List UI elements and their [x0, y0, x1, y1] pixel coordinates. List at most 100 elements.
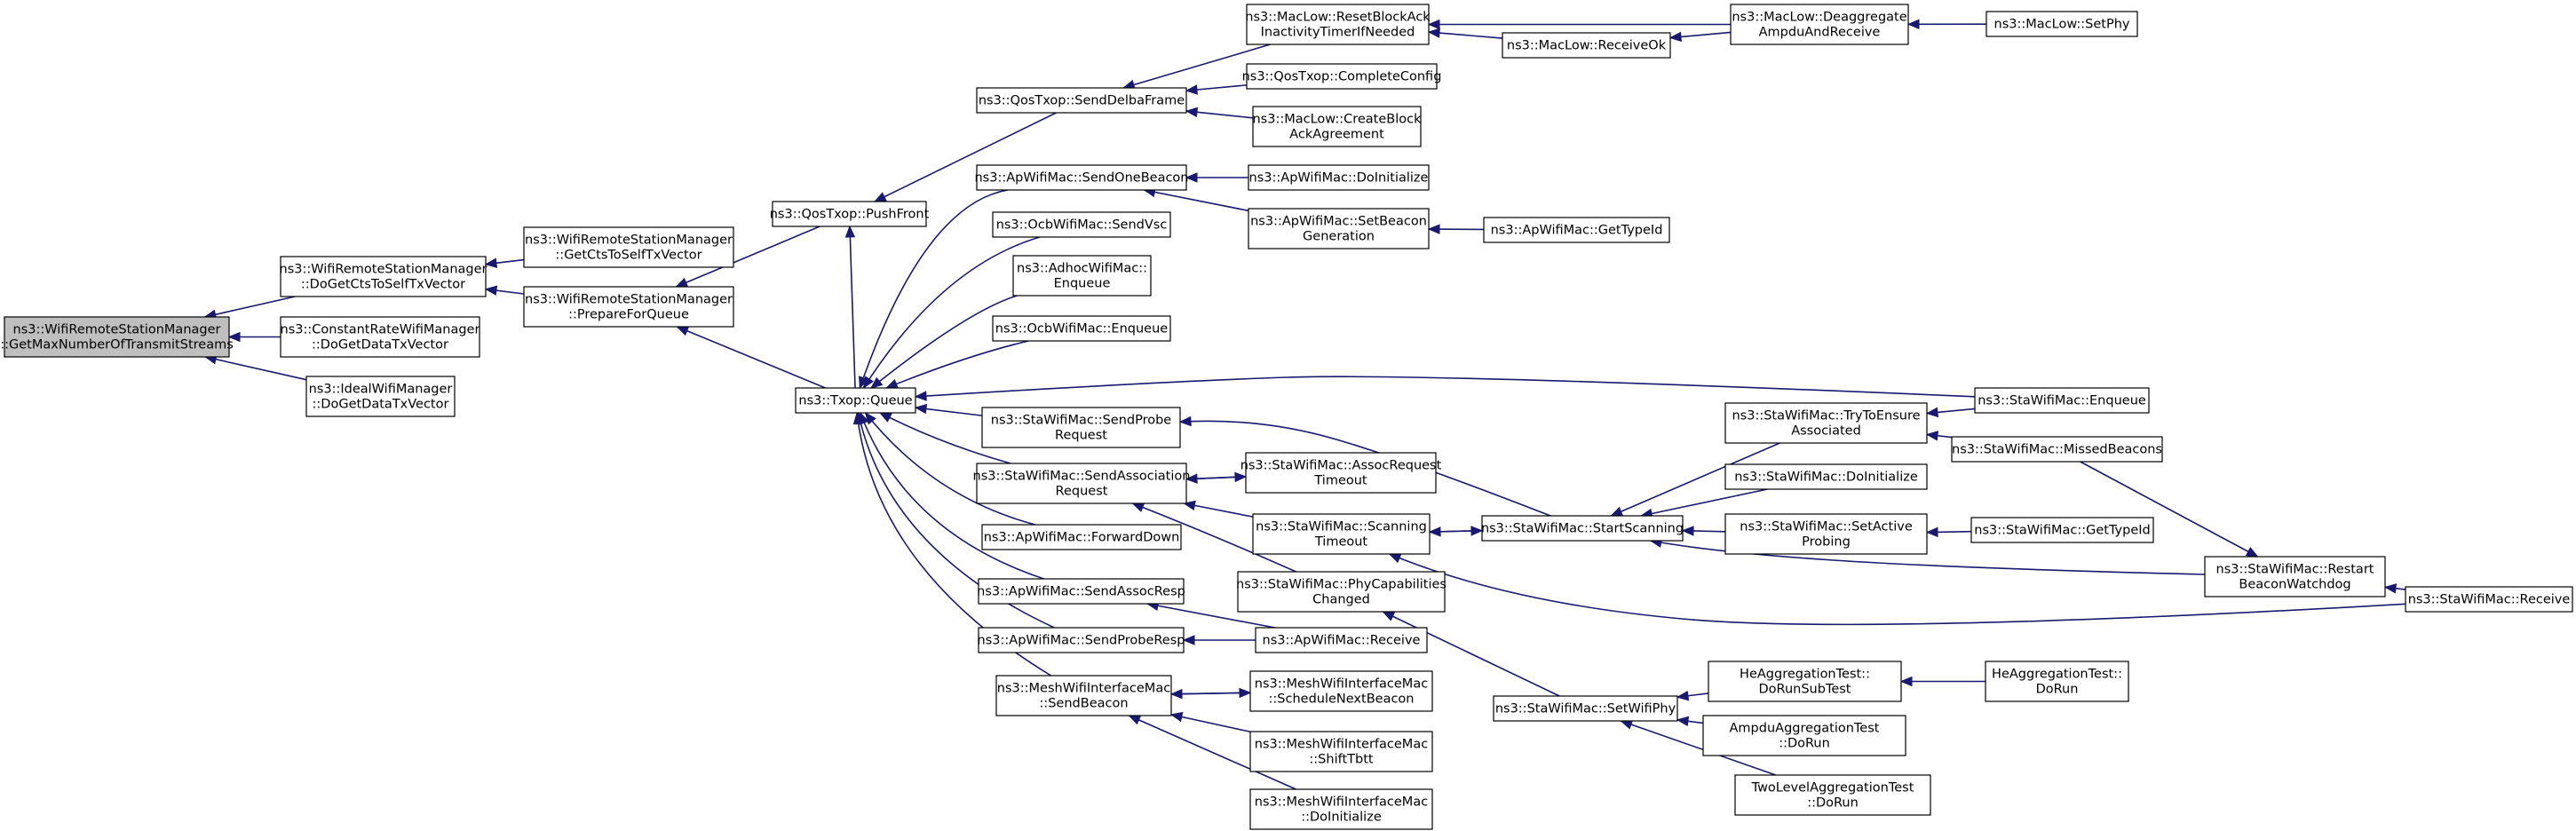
node-ocbEnq[interactable]: ns3::OcbWifiMac::Enqueue: [992, 315, 1171, 342]
node-ocbSendVsc[interactable]: ns3::OcbWifiMac::SendVsc: [992, 211, 1171, 238]
node-label: ::DoInitialize: [1301, 811, 1382, 825]
arrowhead-deagg-to-receiveOk: [1668, 31, 1682, 43]
node-label: DoRunSubTest: [1759, 683, 1851, 697]
node-label: ns3::AdhocWifiMac::: [1017, 262, 1147, 276]
node-meshSched[interactable]: ns3::MeshWifiInterfaceMac::ScheduleNextB…: [1249, 670, 1433, 712]
arrowhead-scanTimeout-to-startScan: [1470, 526, 1484, 536]
node-box: [1708, 661, 1902, 702]
node-sendOneBeacon[interactable]: ns3::ApWifiMac::SendOneBeacon: [974, 164, 1189, 191]
node-twoLevel[interactable]: TwoLevelAggregationTest::DoRun: [1734, 774, 1931, 816]
node-box: [1481, 515, 1684, 542]
node-label: ns3::StaWifiMac::MissedBeacons: [1952, 443, 2162, 457]
node-pushFront[interactable]: ns3::QosTxop::PushFront: [770, 201, 930, 227]
edge-ocbSendVsc-to-queue: [862, 236, 1041, 389]
node-box: [981, 524, 1182, 550]
node-apReceive[interactable]: ns3::ApWifiMac::Receive: [1255, 627, 1428, 653]
node-adhocEnq[interactable]: ns3::AdhocWifiMac::Enqueue: [1012, 255, 1152, 297]
node-startScan[interactable]: ns3::StaWifiMac::StartScanning: [1481, 515, 1684, 542]
arrowhead-setWifiPhy-to-phyCap: [1382, 611, 1396, 621]
edge-pushFront-to-prepare: [676, 226, 820, 288]
node-label: Request: [1056, 485, 1108, 499]
arrowhead-ocbEnq-to-queue: [885, 378, 899, 389]
node-meshShift[interactable]: ns3::MeshWifiInterfaceMac::ShiftTbtt: [1249, 731, 1433, 772]
node-receiveOk[interactable]: ns3::MacLow::ReceiveOk: [1502, 32, 1671, 59]
node-sendDelba[interactable]: ns3::QosTxop::SendDelbaFrame: [976, 87, 1187, 114]
node-apDoInit[interactable]: ns3::ApWifiMac::DoInitialize: [1248, 164, 1430, 191]
node-staDoInit[interactable]: ns3::StaWifiMac::DoInitialize: [1724, 463, 1928, 490]
edge-staEnq-to-queue: [915, 376, 1976, 398]
node-heSub[interactable]: HeAggregationTest::DoRunSubTest: [1708, 661, 1902, 702]
node-box: [1970, 517, 2154, 543]
node-box: [1246, 4, 1430, 45]
node-label: ::DoGetCtsToSelfTxVector: [301, 278, 465, 292]
node-box: [1012, 255, 1152, 297]
node-setPhy[interactable]: ns3::MacLow::SetPhy: [1986, 11, 2138, 37]
arrowhead-staGetTypeId-to-setActiveProbing: [1925, 526, 1938, 538]
arrowhead-missedBeacons-to-tryEnsure: [1925, 431, 1939, 441]
edge-fwdDown-to-queue: [864, 412, 1035, 526]
node-meshDoInit[interactable]: ns3::MeshWifiInterfaceMac::DoInitialize: [1249, 788, 1433, 830]
edge-scanTimeout-to-sendAssocReq: [1184, 503, 1254, 518]
node-box: [2204, 556, 2386, 598]
node-queue[interactable]: ns3::Txop::Queue: [795, 387, 916, 414]
node-label: TwoLevelAggregationTest: [1751, 781, 1914, 795]
node-sendProbeResp[interactable]: ns3::ApWifiMac::SendProbeResp: [978, 627, 1185, 653]
arrowhead-phyCap-to-sendAssocReq: [1131, 503, 1145, 512]
node-missedBeacons[interactable]: ns3::StaWifiMac::MissedBeacons: [1951, 436, 2163, 463]
node-box: [1246, 63, 1438, 90]
node-label: HeAggregationTest::: [1740, 668, 1870, 682]
node-staGetTypeId[interactable]: ns3::StaWifiMac::GetTypeId: [1970, 517, 2154, 543]
node-label: ns3::StaWifiMac::TryToEnsure: [1732, 409, 1920, 423]
node-resetBA[interactable]: ns3::MacLow::ResetBlockAckInactivityTime…: [1245, 4, 1431, 45]
node-label: InactivityTimerIfNeeded: [1261, 26, 1415, 40]
node-ideal[interactable]: ns3::IdealWifiManager::DoGetDataTxVector: [305, 376, 456, 417]
edge-ideal-to-root: [205, 356, 307, 381]
node-prepare[interactable]: ns3::WifiRemoteStationManager::PrepareFo…: [523, 286, 734, 328]
node-heDoRun[interactable]: HeAggregationTest::DoRun: [1985, 661, 2129, 702]
node-apGetTypeId[interactable]: ns3::ApWifiMac::GetTypeId: [1483, 217, 1670, 243]
node-doGetCts[interactable]: ns3::WifiRemoteStationManager::DoGetCtsT…: [280, 256, 487, 297]
node-label: ns3::MacLow::Deaggregate: [1732, 11, 1906, 25]
node-label: ns3::WifiRemoteStationManager: [280, 263, 487, 277]
arrowhead-sendAssocReq-to-assocReqTimeout: [1234, 471, 1248, 483]
node-label: ::PrepareForQueue: [568, 308, 689, 322]
node-completeCfg[interactable]: ns3::QosTxop::CompleteConfig: [1242, 63, 1442, 90]
node-getCts[interactable]: ns3::WifiRemoteStationManager::GetCtsToS…: [523, 226, 734, 268]
arrowhead-deagg-to-resetBA: [1427, 19, 1440, 30]
node-fwdDown[interactable]: ns3::ApWifiMac::ForwardDown: [981, 524, 1182, 550]
node-label: ns3::StaWifiMac::PhyCapabilities: [1236, 578, 1447, 592]
node-meshSendBeacon[interactable]: ns3::MeshWifiInterfaceMac::SendBeacon: [995, 675, 1172, 716]
node-label: ns3::MeshWifiInterfaceMac: [1255, 795, 1428, 810]
arrowhead-meshSendBeacon-to-queue: [852, 411, 864, 425]
edge-doGetCts-to-root: [204, 296, 296, 318]
node-box: [2405, 586, 2573, 613]
node-label: ns3::MacLow::ReceiveOk: [1507, 39, 1667, 53]
node-sendAssocResp[interactable]: ns3::ApWifiMac::SendAssocResp: [977, 578, 1185, 605]
node-label: ns3::StaWifiMac::SendAssociation: [973, 470, 1191, 484]
node-constRate[interactable]: ns3::ConstantRateWifiManager::DoGetDataT…: [280, 316, 480, 358]
node-staEnq[interactable]: ns3::StaWifiMac::Enqueue: [1974, 387, 2150, 414]
node-label: AckAgreement: [1289, 128, 1384, 142]
node-staReceive[interactable]: ns3::StaWifiMac::Receive: [2405, 586, 2573, 613]
node-root[interactable]: ns3::WifiRemoteStationManager::GetMaxNum…: [0, 316, 234, 358]
edge-sendAssocReq-to-queue: [879, 412, 1011, 464]
node-label: ns3::StaWifiMac::StartScanning: [1481, 522, 1684, 536]
node-box: [280, 256, 487, 297]
node-box: [1702, 715, 1906, 756]
node-label: ::GetCtsToSelfTxVector: [555, 249, 701, 263]
arrowhead-staReceive-to-scanTimeout: [1388, 553, 1402, 564]
node-ampduTest[interactable]: AmpduAggregationTest::DoRun: [1702, 715, 1906, 756]
node-setWifiPhy[interactable]: ns3::StaWifiMac::SetWifiPhy: [1493, 695, 1678, 722]
node-box: [976, 87, 1187, 114]
